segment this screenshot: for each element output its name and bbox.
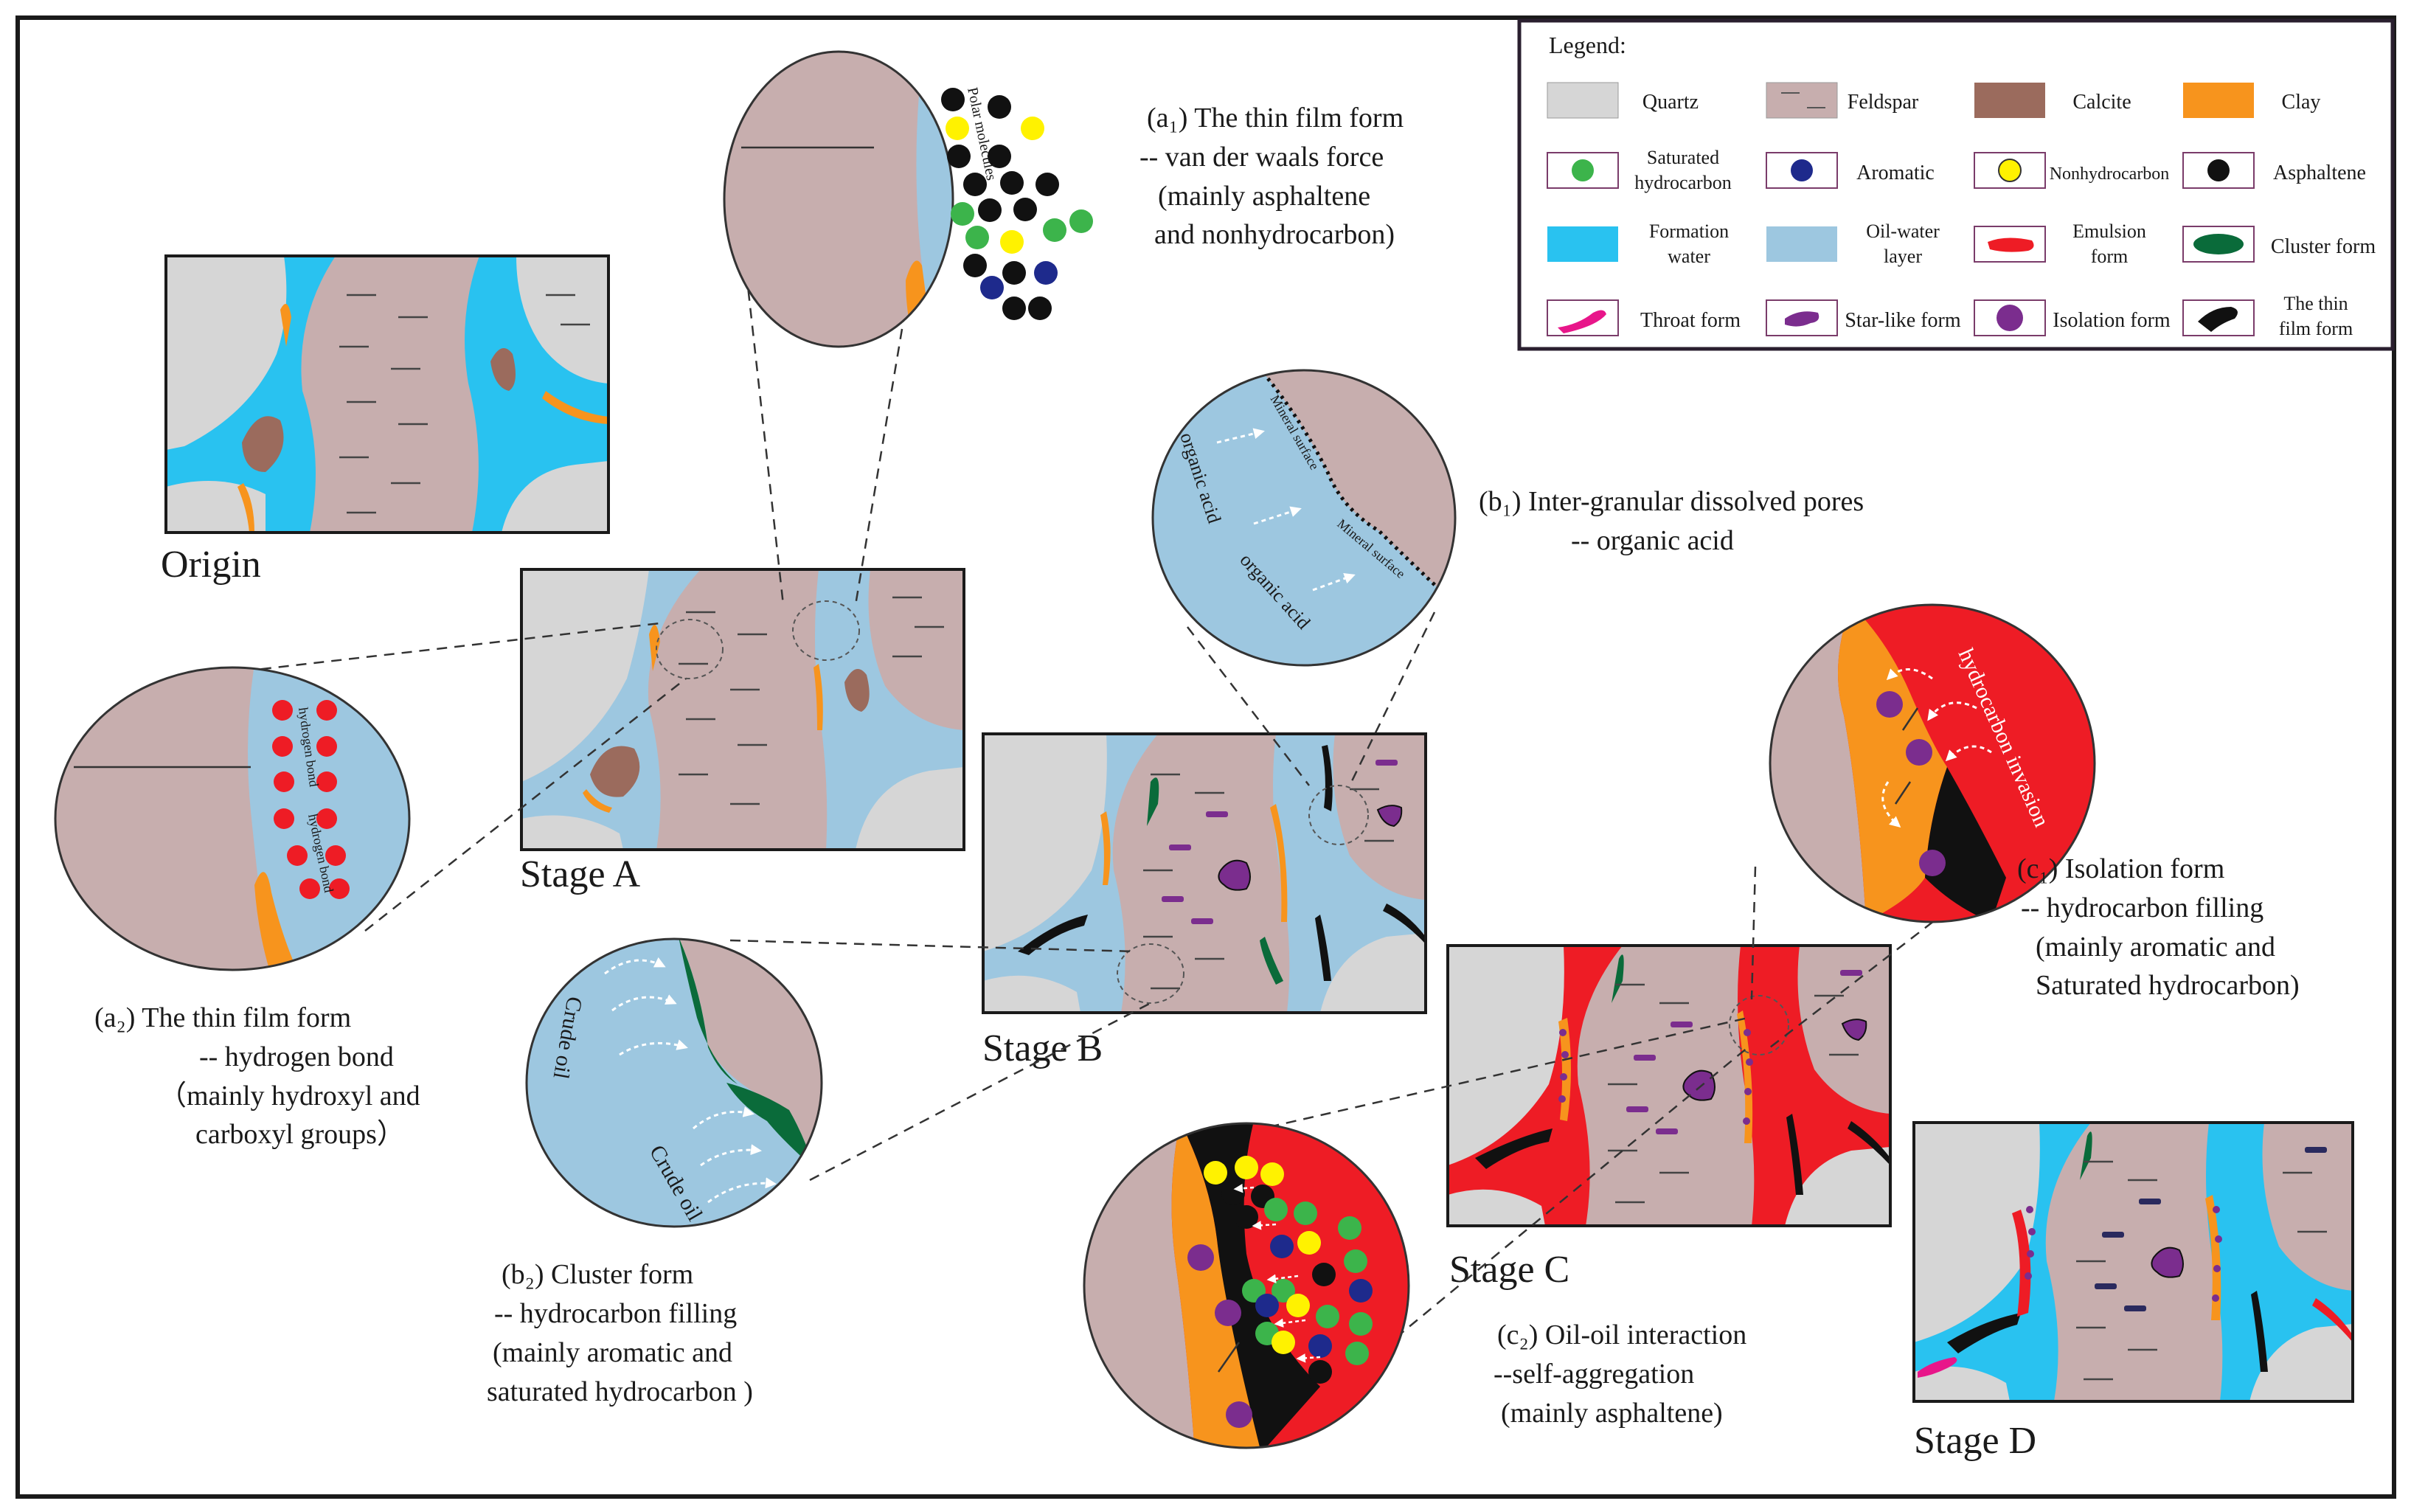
origin-panel: Origin bbox=[161, 254, 610, 586]
legend-formation-1: Formation bbox=[1649, 221, 1729, 242]
legend-emulsion-2: form bbox=[2091, 246, 2129, 267]
a2-line-4: carboxyl groups） bbox=[195, 1119, 405, 1150]
oil-water-swatch bbox=[1766, 226, 1837, 262]
c2-molecules bbox=[1204, 1156, 1373, 1384]
a1-line-2: -- van der waals force bbox=[1139, 142, 1384, 173]
legend-isolation: Isolation form bbox=[2053, 309, 2171, 332]
label-stage-d: Stage D bbox=[1914, 1420, 2036, 1462]
b2-line-1: (b₂) Cluster form bbox=[502, 1259, 693, 1290]
calcite-swatch bbox=[1974, 83, 2045, 118]
b1-line-2: -- organic acid bbox=[1571, 525, 1734, 556]
legend-oilwater-1: Oil-water bbox=[1866, 221, 1940, 242]
feldspar-swatch bbox=[1766, 82, 1838, 119]
zoom-c2 bbox=[1083, 1122, 1410, 1449]
a1-line-3: (mainly asphaltene bbox=[1158, 181, 1370, 212]
c1-line-4: Saturated hydrocarbon) bbox=[2036, 970, 2300, 1001]
b2-line-3: (mainly aromatic and bbox=[493, 1337, 732, 1368]
label-stage-c: Stage C bbox=[1449, 1249, 1569, 1291]
stage-a-panel: Stage A bbox=[520, 568, 965, 895]
outer-frame bbox=[15, 15, 2396, 1499]
legend-saturated-1: Saturated bbox=[1647, 147, 1719, 168]
starlike-swatch bbox=[1785, 311, 1819, 327]
legend-oilwater-2: layer bbox=[1884, 246, 1922, 267]
clay-swatch bbox=[2183, 83, 2254, 118]
c2-line-2: --self-aggregation bbox=[1494, 1359, 1694, 1390]
formation-water-swatch bbox=[1547, 226, 1618, 262]
legend: Legend: Quartz Feldspar Calcite Clay Sat… bbox=[1517, 18, 2395, 351]
label-stage-b: Stage B bbox=[982, 1027, 1103, 1069]
legend-clay: Clay bbox=[2282, 91, 2321, 114]
c1-line-1: (c₁) Isolation form bbox=[2017, 853, 2224, 884]
feldspar-cleavage bbox=[339, 294, 590, 514]
stage-d-panel: Stage D bbox=[1912, 1121, 2354, 1462]
b1-line-1: (b₁) Inter-granular dissolved pores bbox=[1479, 486, 1864, 517]
legend-starlike: Star-like form bbox=[1845, 309, 1961, 332]
legend-asphaltene: Asphaltene bbox=[2273, 162, 2366, 184]
isolation-swatch bbox=[1997, 305, 2023, 331]
c1-line-3: (mainly aromatic and bbox=[2036, 932, 2275, 963]
stage-b-panel: Stage B bbox=[982, 732, 1427, 1069]
a2-line-3: （mainly hydroxyl and bbox=[159, 1081, 420, 1112]
c2-line-1: (c₂) Oil-oil interaction bbox=[1497, 1319, 1746, 1350]
legend-title: Legend: bbox=[1549, 32, 1626, 58]
c1-line-2: -- hydrocarbon filling bbox=[2021, 892, 2263, 923]
zoom-b1: organic acid organic acid Mineral surfac… bbox=[1151, 369, 1457, 667]
legend-feldspar: Feldspar bbox=[1848, 91, 1919, 114]
a1-line-4: and nonhydrocarbon) bbox=[1154, 219, 1395, 250]
a2-line-2: -- hydrogen bond bbox=[199, 1041, 394, 1072]
a2-line-1: (a₂) The thin film form bbox=[94, 1002, 351, 1033]
b2-line-2: -- hydrocarbon filling bbox=[494, 1298, 737, 1329]
legend-emulsion-1: Emulsion bbox=[2072, 221, 2146, 242]
a1-molecules bbox=[941, 88, 1093, 320]
annotations: (a₁) The thin film form -- van der waals… bbox=[94, 103, 2300, 1429]
aromatic-swatch bbox=[1791, 159, 1813, 181]
legend-thinfilm-1: The thin bbox=[2283, 293, 2348, 314]
label-origin: Origin bbox=[161, 544, 261, 586]
legend-nonhydrocarbon: Nonhydrocarbon bbox=[2050, 164, 2170, 184]
legend-saturated-2: hydrocarbon bbox=[1634, 172, 1731, 193]
zoom-a2: hydrogen bond hydrogen bond bbox=[54, 666, 411, 971]
zoom-a1: Polar molecules bbox=[723, 50, 1093, 348]
cluster-swatch bbox=[2193, 234, 2244, 254]
quartz-swatch bbox=[1547, 82, 1619, 119]
c2-line-3: (mainly asphaltene) bbox=[1501, 1398, 1723, 1429]
legend-cluster: Cluster form bbox=[2271, 235, 2376, 258]
legend-throat: Throat form bbox=[1640, 309, 1741, 332]
zoom-b2: Crude oil Crude oil bbox=[525, 937, 823, 1228]
stage-c-panel: Stage C bbox=[1446, 944, 1892, 1291]
asphaltene-swatch bbox=[2207, 159, 2230, 181]
legend-calcite: Calcite bbox=[2072, 91, 2131, 114]
legend-aromatic: Aromatic bbox=[1856, 162, 1935, 184]
b2-line-4: saturated hydrocarbon ) bbox=[487, 1376, 753, 1407]
thinfilm-swatch bbox=[2198, 307, 2238, 332]
legend-thinfilm-2: film form bbox=[2279, 318, 2353, 339]
nonhydrocarbon-swatch bbox=[1998, 159, 2022, 182]
a1-line-1: (a₁) The thin film form bbox=[1147, 103, 1404, 133]
label-stage-a: Stage A bbox=[520, 853, 641, 895]
legend-formation-2: water bbox=[1668, 246, 1710, 267]
throat-swatch bbox=[1558, 310, 1606, 333]
legend-quartz: Quartz bbox=[1642, 91, 1699, 114]
saturated-swatch bbox=[1572, 159, 1594, 181]
emulsion-swatch bbox=[1988, 237, 2034, 252]
